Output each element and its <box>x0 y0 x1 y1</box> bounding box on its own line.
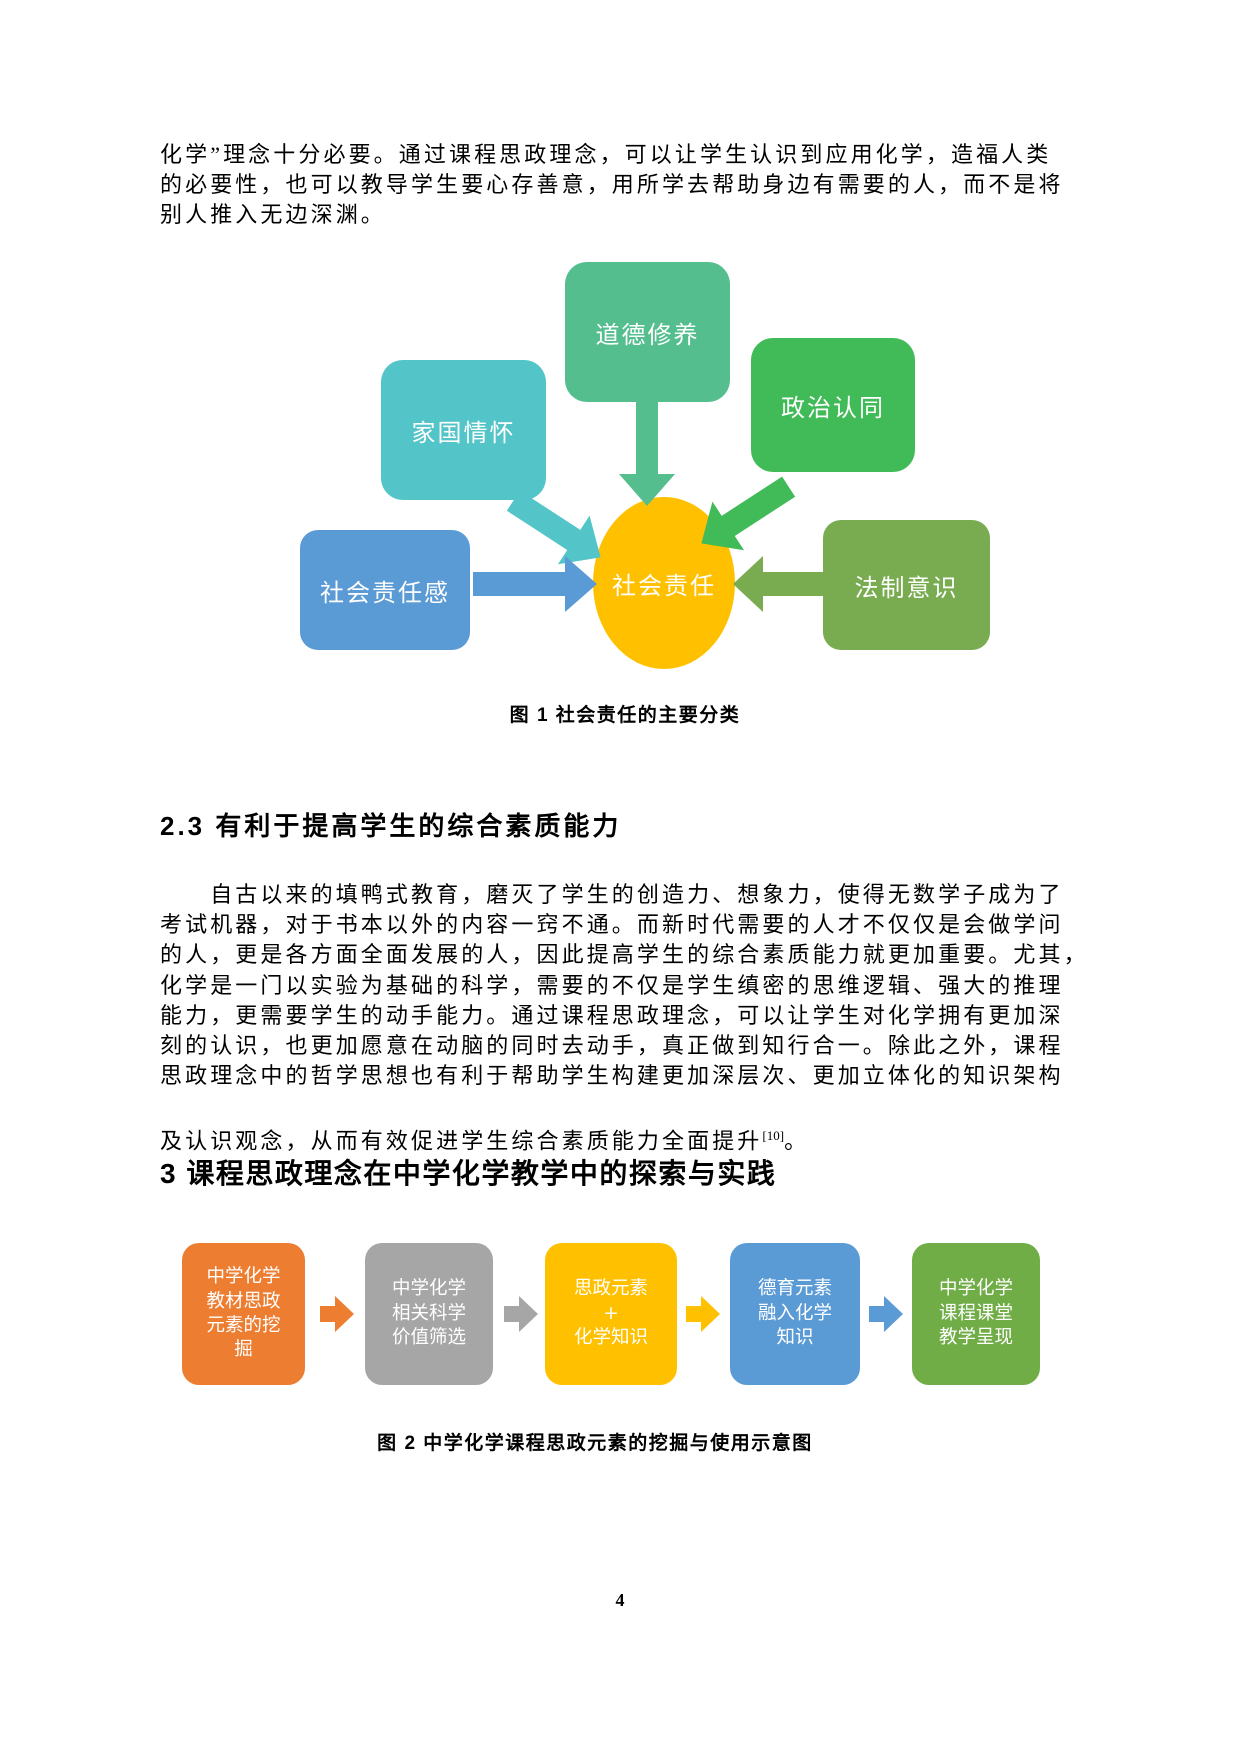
figure1-node-family-label: 家国情怀 <box>411 418 516 447</box>
section-3-heading: 3 课程思政理念在中学化学教学中的探索与实践 <box>160 1158 777 1189</box>
figure1-node-social-sense-label: 社会责任感 <box>320 578 450 607</box>
figure2-step-1-label: 中学化学 教材思政 元素的挖 掘 <box>206 1266 281 1361</box>
figure2-arrow-2-icon <box>504 1296 538 1332</box>
figure2-arrow-1-icon <box>320 1296 354 1332</box>
figure2-step-5-classroom-presentation: 中学化学 课程课堂 教学呈现 <box>912 1243 1040 1385</box>
figure2-step-3-ideology-plus-chemistry: 思政元素 + 化学知识 <box>545 1243 677 1385</box>
figure1-node-moral-label: 道德修养 <box>595 320 700 349</box>
page-number: 4 <box>615 1590 625 1610</box>
figure1-arrow-legal-to-center-icon <box>733 556 825 612</box>
section-2-3-heading: 2.3 有利于提高学生的综合素质能力 <box>160 811 622 841</box>
figure1-node-legal-awareness: 法制意识 <box>823 520 990 650</box>
figure2-caption: 图 2 中学化学课程思政元素的挖掘与使用示意图 <box>377 1433 813 1454</box>
figure1-caption: 图 1 社会责任的主要分类 <box>509 705 741 726</box>
figure1-node-family-country-feeling: 家国情怀 <box>381 360 546 500</box>
body-paragraph-last-tail: 。 <box>784 1128 810 1154</box>
figure1-node-political-label: 政治认同 <box>781 393 885 422</box>
body-paragraph: 自古以来的填鸭式教育，磨灭了学生的创造力、想象力，使得无数学子成为了 考试机器，… <box>160 882 1089 1089</box>
figure1-node-moral-cultivation: 道德修养 <box>565 262 730 402</box>
citation-reference-10: [10] <box>762 1128 785 1144</box>
figure2-process-flow-diagram: 中学化学 教材思政 元素的挖 掘 中学化学 相关科学 价值筛选 思政元素 + 化… <box>0 1200 1240 1420</box>
figure2-step-2-label: 中学化学 相关科学 价值筛选 <box>391 1278 466 1349</box>
figure2-step-4-moral-into-chemistry: 德育元素 融入化学 知识 <box>730 1243 860 1385</box>
body-paragraph-last-line: 及认识观念，从而有效促进学生综合素质能力全面提升[10]。 <box>160 1091 1095 1157</box>
figure2-arrow-4-icon <box>869 1296 903 1332</box>
body-paragraph-last-text: 及认识观念，从而有效促进学生综合素质能力全面提升 <box>160 1128 763 1154</box>
intro-paragraph: 化学”理念十分必要。通过课程思政理念，可以让学生认识到应用化学，造福人类 的必要… <box>160 142 1064 228</box>
figure1-node-legal-label: 法制意识 <box>854 573 959 602</box>
figure2-arrow-3-icon <box>686 1296 720 1332</box>
figure2-step-5-label: 中学化学 课程课堂 教学呈现 <box>938 1278 1013 1349</box>
figure1-arrow-social-sense-to-center-icon <box>473 556 597 612</box>
figure2-step-1-textbook-ideology-mining: 中学化学 教材思政 元素的挖 掘 <box>182 1243 305 1385</box>
figure2-step-4-label: 德育元素 融入化学 知识 <box>757 1278 832 1349</box>
figure1-social-responsibility-diagram: 社会责任 家国情怀 道德修养 政治认同 社会责任感 <box>0 0 1240 700</box>
figure2-step-3-label: 思政元素 + 化学知识 <box>573 1278 648 1349</box>
figure1-node-social-responsibility-sense: 社会责任感 <box>300 530 470 650</box>
figure1-node-political-identity: 政治认同 <box>751 338 915 472</box>
figure1-arrow-moral-to-center-icon <box>619 402 675 506</box>
figure1-arrow-political-to-center-icon <box>701 476 796 551</box>
figure1-arrow-family-to-center-icon <box>506 490 601 565</box>
figure1-center-label: 社会责任 <box>612 571 716 600</box>
figure2-step-2-science-value-screening: 中学化学 相关科学 价值筛选 <box>365 1243 493 1385</box>
